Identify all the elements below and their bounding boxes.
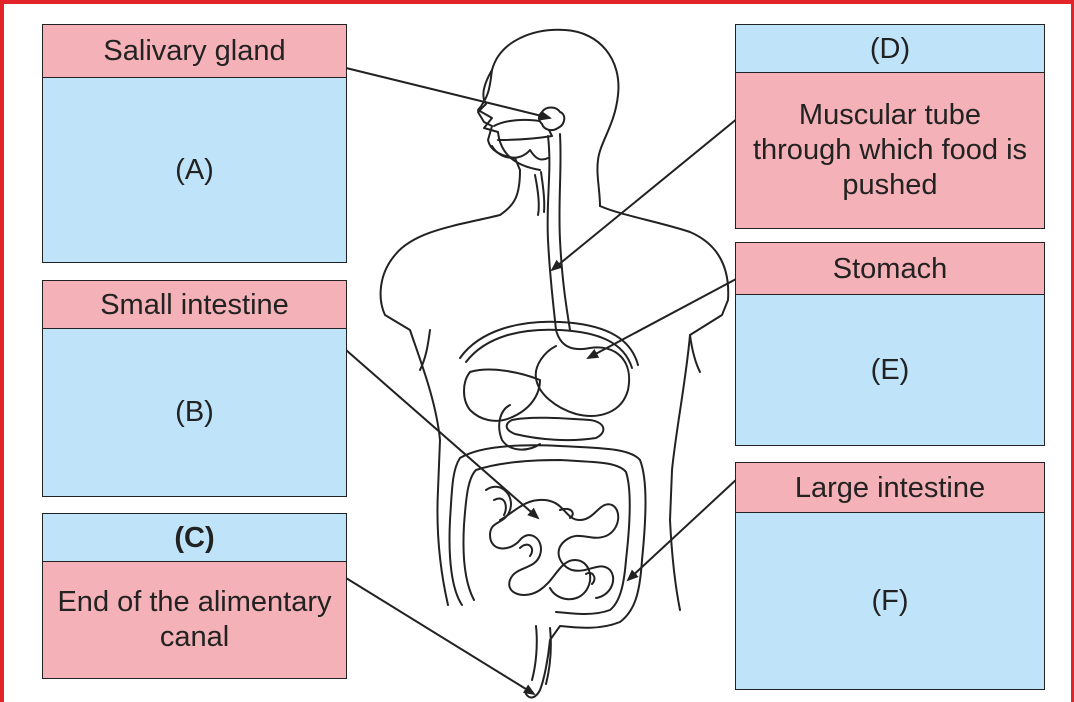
duodenum xyxy=(499,405,540,450)
box-f-answer: (F) xyxy=(735,512,1045,690)
pancreas xyxy=(507,418,604,440)
arrow-salivary-gland xyxy=(346,68,550,118)
box-d-description: Muscular tube through which food is push… xyxy=(735,72,1045,229)
esophagus xyxy=(548,136,556,330)
box-c: (C) End of the alimentary canal xyxy=(42,513,347,679)
arrow-small-intestine xyxy=(346,350,538,518)
trachea-rings xyxy=(535,172,544,215)
esophagus-wall xyxy=(559,134,570,330)
arrow-esophagus xyxy=(552,118,738,270)
salivary-gland-shape xyxy=(539,108,564,131)
left-arm-line xyxy=(420,330,430,370)
arrow-anus xyxy=(346,578,534,694)
box-e-answer: (E) xyxy=(735,294,1045,446)
box-a-label: Salivary gland xyxy=(42,24,347,79)
box-a: Salivary gland (A) xyxy=(42,24,347,263)
box-f-label: Large intestine xyxy=(735,462,1045,514)
teeth xyxy=(492,146,548,160)
box-c-description: End of the alimentary canal xyxy=(42,561,347,679)
torso-outline-right xyxy=(600,206,728,610)
box-d-answer: (D) xyxy=(735,24,1045,74)
box-c-answer: (C) xyxy=(42,513,347,563)
right-arm-line xyxy=(690,335,700,372)
box-b: Small intestine (B) xyxy=(42,280,347,497)
box-a-answer: (A) xyxy=(42,77,347,263)
box-e: Stomach (E) xyxy=(735,242,1045,446)
box-d: (D) Muscular tube through which food is … xyxy=(735,24,1045,229)
box-f: Large intestine (F) xyxy=(735,462,1045,690)
box-e-label: Stomach xyxy=(735,242,1045,296)
box-b-answer: (B) xyxy=(42,328,347,497)
box-b-label: Small intestine xyxy=(42,280,347,330)
